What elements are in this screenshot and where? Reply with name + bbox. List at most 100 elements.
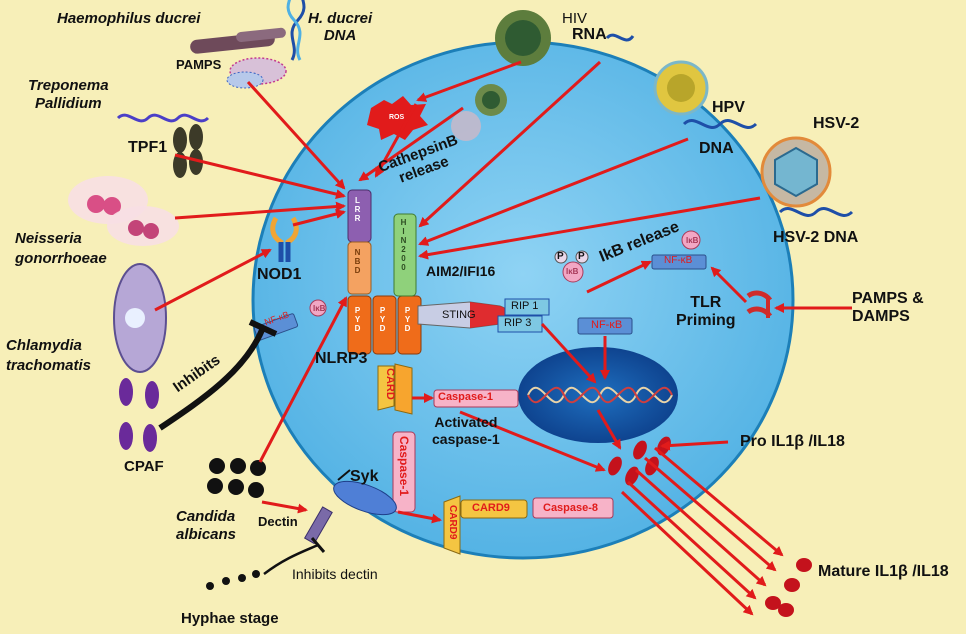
cpaf-proteins-icon: [119, 378, 159, 452]
phosphate-1-label: P: [557, 251, 564, 262]
neisseria-label: Neisseria gonorrhoeae: [15, 230, 107, 267]
lrr-label: LRR: [353, 196, 362, 223]
syk-label: Syk: [350, 468, 379, 485]
hpv-virus-icon: [653, 60, 709, 116]
sting-label: STING: [442, 309, 476, 321]
tpf1-icon: [173, 124, 203, 178]
phosphate-1: [554, 250, 568, 264]
aim2-label: AIM2/IFI16: [426, 263, 496, 279]
pamps-cluster-icon: [226, 57, 287, 89]
h-ducrei-dna-icon: [286, 0, 306, 61]
hyphae-label: Hyphae stage: [181, 610, 279, 627]
neisseria-icon: [68, 176, 179, 246]
card9-box: [460, 499, 528, 519]
card9-vertical-label: CARD9: [447, 505, 458, 540]
inhibits-arc: [158, 328, 265, 431]
nfkb-center-label: NF-κB: [591, 319, 623, 331]
nod1-receptor: [270, 216, 299, 262]
pyd-domain-1: [347, 295, 372, 355]
hsv2-virus-icon: [760, 136, 832, 208]
pamps-damps-label: PAMPS & DAMPS: [852, 290, 924, 325]
tlr-priming-label: TLR Priming: [676, 294, 736, 329]
nucleus: [518, 347, 678, 443]
activated-caspase-label: Activated caspase-1: [432, 414, 500, 447]
hin200-label: HIN200: [399, 218, 408, 272]
nod1-label: NOD1: [257, 266, 302, 283]
cathepsin-particle: [451, 111, 481, 141]
nbd-domain: [347, 241, 372, 295]
inhibits-arc-bar: [248, 319, 278, 337]
nfkb-top-box: [651, 254, 707, 270]
pamps-label: PAMPS: [176, 57, 222, 72]
caspase1-box-label: Caspase-1: [438, 391, 494, 403]
hpv-dna-icon: [682, 119, 758, 129]
caspase8-label: Caspase-8: [543, 502, 599, 514]
inhibits-dectin-line: [263, 543, 319, 575]
ikb-released-label: IκB: [566, 267, 579, 276]
cpaf-label: CPAF: [124, 458, 164, 475]
phosphate-2: [575, 250, 589, 264]
ikb-top-label: IκB: [686, 236, 699, 245]
activation-arrows: [154, 60, 852, 616]
nbd-label: NBD: [353, 248, 362, 275]
ikb-released: [562, 261, 584, 283]
haemophilus-label: Haemophilus ducrei: [57, 10, 201, 27]
card9-vertical: [443, 495, 461, 555]
nfkb-left-box: [253, 313, 299, 341]
syk-link: [337, 469, 351, 481]
pyd-2-label: PYD: [378, 306, 387, 333]
nfkb-center-box: [577, 317, 633, 335]
ros-label: ROS: [389, 114, 405, 121]
hiv-virus-icon: [495, 10, 551, 66]
nlrp3-label: NLRP3: [315, 350, 368, 367]
hsv2-dna-label: HSV-2 DNA: [773, 229, 859, 246]
treponema-label: Treponema Pallidium: [28, 77, 109, 112]
rip1-label: RIP 1: [511, 300, 539, 312]
pro-il-label: Pro IL1β /IL18: [740, 433, 845, 450]
hpv-dna-label: DNA: [699, 140, 734, 157]
inhibits-dectin-label: Inhibits dectin: [292, 566, 378, 582]
chlamydia-label: Chlamydia trachomatis: [6, 337, 92, 374]
ikb-left: [309, 299, 327, 317]
hyphae-icon: [206, 570, 260, 590]
chlamydia-cell-icon: [113, 263, 167, 373]
card-domain-left: [377, 365, 395, 411]
hin200-domain: [393, 213, 417, 297]
tlr-receptor: [746, 290, 773, 318]
caspase1-bar-label: Caspase-1: [397, 436, 411, 497]
pyd-1-label: PYD: [353, 306, 362, 333]
pyd-3-label: PYD: [403, 306, 412, 333]
dectin-label: Dectin: [258, 514, 298, 529]
h-ducrei-dna-label: H. ducrei DNA: [308, 10, 373, 44]
card9-label: CARD9: [472, 502, 510, 514]
candida-label: Candida albicans: [176, 508, 237, 543]
rna-strand-icon: [605, 33, 635, 42]
hiv-label: HIV: [562, 10, 588, 27]
pyd-domain-2: [372, 295, 397, 355]
syk-protein: [333, 480, 397, 516]
hsv2-label: HSV-2: [813, 115, 860, 132]
treponema-spirochete-icon: [116, 113, 210, 123]
candida-cells-icon: [207, 458, 266, 498]
nfkb-top-label: NF-κB: [664, 255, 693, 266]
card-label: CARD: [384, 368, 396, 400]
caspase1-box: [433, 389, 519, 408]
rip1-box: [504, 298, 550, 316]
tpf1-label: TPF1: [128, 139, 168, 156]
card-domain-right: [394, 363, 413, 415]
mature-il-label: Mature IL1β /IL18: [818, 563, 949, 580]
phosphate-2-label: P: [578, 251, 585, 262]
caspase8-box: [532, 497, 614, 519]
ikb-top: [681, 230, 701, 250]
mature-il-droplets: [765, 558, 812, 617]
ikb-left-label: IκB: [313, 304, 326, 313]
hsv2-dna-icon: [778, 207, 854, 217]
hiv-virus-entering-icon: [475, 84, 507, 116]
dectin-receptor: [303, 506, 333, 545]
haemophilus-bacteria-icon: [190, 27, 286, 54]
rna-label: RNA: [572, 26, 607, 43]
rip3-label: RIP 3: [504, 317, 532, 329]
hpv-label: HPV: [712, 99, 745, 116]
